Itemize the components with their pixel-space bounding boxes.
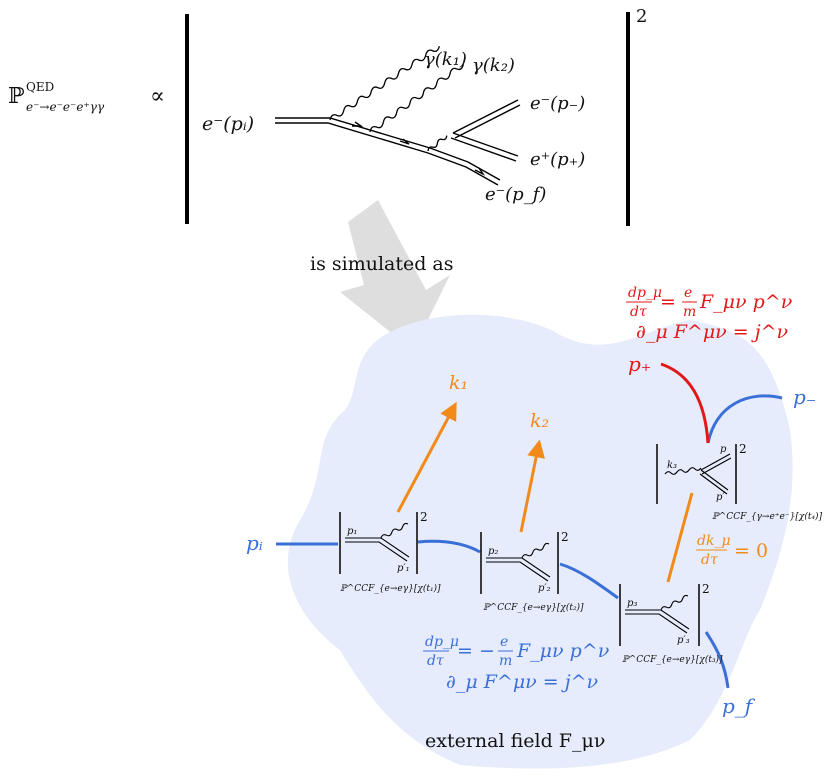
red-maxwell: ∂_μ F^μν = j^ν: [636, 321, 789, 343]
vertex4-photon: [664, 467, 702, 475]
photon-eom: dk_μ dτ = 0: [696, 533, 768, 568]
red-rhs: F_μν p^ν: [699, 291, 793, 313]
orange-lhs-num: dk_μ: [697, 533, 731, 549]
photon-k2-line: [369, 63, 464, 133]
photon-virtual-line: [427, 135, 448, 152]
blue-frac-num: e: [500, 634, 508, 650]
vertex3-squared: 2: [702, 582, 710, 596]
vertex4-p-out1: p: [720, 444, 727, 455]
red-lhs-num: dp_μ: [628, 285, 662, 301]
eminus-line-b: [454, 104, 521, 139]
photon-k1-line: [329, 45, 440, 121]
vertex-4: 2 k₃ p p′ ℙ^CCF_{γ→e⁺e⁻}[χ(t₄)]: [656, 442, 823, 522]
photon-k3-track: [666, 492, 694, 583]
vertex4-squared: 2: [739, 442, 747, 456]
vertex2-p-in: p₂: [488, 546, 498, 557]
blue-lhs-den: dτ: [427, 653, 444, 669]
arrow-caption: is simulated as: [310, 253, 454, 275]
vertex2-p-out: p′₂: [538, 583, 551, 594]
blue-eq: = −: [457, 640, 495, 662]
vertex2-photon: [521, 542, 550, 559]
vertex1-prob: ℙ^CCF_{e→eγ}[χ(t₁)]: [340, 583, 441, 594]
vertex1-p-in: p₁: [347, 526, 357, 537]
vertex4-lines: [699, 453, 732, 495]
ef-label: e⁻(p_f): [485, 184, 546, 205]
eplus-label: e⁺(p₊): [530, 149, 585, 170]
blue-rhs: F_μν p^ν: [516, 640, 610, 662]
vertex3-p-out: p′₃: [677, 635, 690, 646]
top-squared: 2: [636, 6, 647, 27]
prob-main: ℙ: [8, 84, 25, 109]
vertex2-squared: 2: [561, 530, 569, 544]
positron-eom: dp_μ dτ = e m F_μν p^ν ∂_μ F^μν = j^ν: [626, 285, 793, 343]
simulation-arrow: [340, 200, 450, 350]
electron-trajectory: [276, 539, 730, 689]
vertex-3: 2 p₃ p′₃ ℙ^CCF_{e→eγ}[χ(t₃)]: [619, 582, 723, 665]
red-lhs-den: dτ: [630, 304, 647, 320]
vertex3-photon: [660, 594, 689, 611]
vertex3-prob: ℙ^CCF_{e→eγ}[χ(t₃)]: [622, 654, 723, 665]
red-frac-den: m: [683, 304, 696, 320]
prob-sup: QED: [26, 80, 54, 94]
orange-lhs-den: dτ: [701, 552, 718, 568]
external-field-blob: [287, 314, 793, 769]
vertex-2: 2 p₂ p′₂ ℙ^CCF_{e→eγ}[χ(t₂)]: [480, 530, 584, 613]
vertex1-p-out: p′₁: [397, 563, 410, 574]
positron-track: [660, 362, 710, 444]
red-eq: =: [660, 291, 676, 313]
pi-label: pᵢ: [246, 531, 263, 555]
fermion-arrow-2: [399, 138, 410, 145]
vertex4-prob: ℙ^CCF_{γ→e⁺e⁻}[χ(t₄)]: [712, 511, 823, 522]
vertex1-photon: [380, 522, 409, 539]
k2-label: γ(k₂): [472, 55, 515, 76]
pminus-label: p₋: [793, 385, 816, 409]
fermion-arrow-3: [474, 167, 486, 176]
electron-pair-track: [706, 394, 783, 444]
orange-rhs: = 0: [734, 540, 768, 562]
external-field-label: external field F_μν: [425, 730, 605, 752]
vertex1-squared: 2: [420, 510, 428, 524]
eplus-line-b: [450, 137, 517, 162]
vertex-1: 2 p₁ p′₁ ℙ^CCF_{e→eγ}[χ(t₁)]: [339, 510, 441, 594]
pplus-label: p₊: [628, 352, 651, 376]
blue-maxwell: ∂_μ F^μν = j^ν: [446, 671, 599, 693]
fermion-arrow-1: [352, 121, 364, 127]
blue-frac-den: m: [499, 653, 512, 669]
k1-photon-label: k₁: [449, 372, 468, 394]
eminus-label: e⁻(p₋): [530, 93, 585, 114]
electron-line-b: [275, 122, 499, 186]
k1-label: γ(k₁): [424, 49, 467, 70]
eplus-line-a: [452, 132, 519, 157]
in-electron-label: e⁻(pᵢ): [202, 113, 254, 135]
vertex3-p-in: p₃: [627, 598, 637, 609]
vertex4-k-in: k₃: [667, 460, 677, 471]
vertex4-p-out2: p′: [716, 492, 725, 503]
electron-line-a: [275, 117, 501, 181]
feynman-diagram: e⁻(pᵢ) γ(k₁) γ(k₂) e⁻(p₋) e⁺(p₊) e⁻(p_f): [202, 45, 585, 205]
eminus-line-a: [452, 99, 519, 134]
pf-label: p_f: [722, 694, 756, 718]
photon-k2-track: [519, 439, 545, 533]
vertex2-prob: ℙ^CCF_{e→eγ}[χ(t₂)]: [483, 602, 584, 613]
qed-probability-label: ℙ QED e⁻→e⁻e⁻e⁺γγ ∝: [8, 80, 165, 114]
photon-k1-track: [396, 401, 457, 513]
red-frac-num: e: [684, 285, 692, 301]
proportional-symbol: ∝: [150, 84, 165, 109]
blue-lhs-num: dp_μ: [425, 634, 459, 650]
electron-eom: dp_μ dτ = − e m F_μν p^ν ∂_μ F^μν = j^ν: [423, 634, 610, 693]
k2-photon-label: k₂: [530, 410, 549, 432]
prob-sub: e⁻→e⁻e⁻e⁺γγ: [26, 100, 105, 114]
